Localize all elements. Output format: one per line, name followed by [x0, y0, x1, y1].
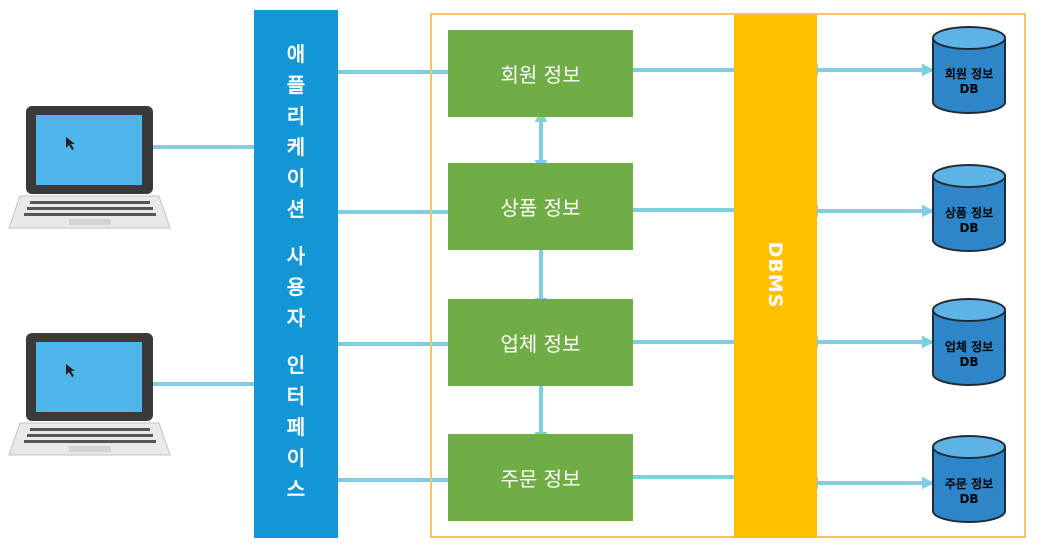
db-label-line: DB	[959, 82, 979, 96]
api-title-char: 이	[286, 166, 306, 190]
db-vendor-label: 업체 정보 DB	[929, 340, 1009, 370]
db-label-line: DB	[959, 355, 979, 369]
api-title-char: 인	[286, 353, 306, 377]
api-title-char: 자	[286, 306, 306, 330]
database-icon	[932, 435, 1006, 523]
laptop-layer	[8, 106, 171, 456]
api-title-char: 터	[286, 384, 306, 408]
db-label-line: 주문 정보	[944, 477, 994, 491]
api-title-char: 애	[286, 42, 306, 66]
laptop-icon	[8, 333, 171, 456]
db-label-line: 회원 정보	[944, 67, 994, 81]
db-label-line: 상품 정보	[944, 206, 994, 220]
db-label-line: DB	[959, 221, 979, 235]
db-label-line: DB	[959, 492, 979, 506]
api-title-char: 리	[286, 104, 306, 128]
api-title-char: 사	[286, 244, 306, 268]
module-order-info: 주문 정보	[448, 434, 633, 521]
laptop-icon	[8, 106, 171, 229]
application-interface-bar	[254, 10, 338, 538]
api-title-char: 스	[286, 477, 306, 501]
dbms-bar	[734, 15, 817, 538]
api-title-char: 이	[286, 446, 306, 470]
module-vendor-info: 업체 정보	[448, 299, 633, 386]
api-title-char: 용	[286, 275, 306, 299]
module-product-info: 상품 정보	[448, 163, 633, 250]
database-icon	[932, 26, 1006, 114]
database-icon	[932, 298, 1006, 386]
db-label-line: 업체 정보	[944, 340, 994, 354]
api-title-char: 페	[286, 415, 306, 439]
db-product-label: 상품 정보 DB	[929, 206, 1009, 236]
api-title-char: 플	[286, 73, 306, 97]
api-title-char: 션	[286, 197, 306, 221]
api-title-char: 케	[286, 135, 306, 159]
module-member-info: 회원 정보	[448, 30, 633, 117]
db-member-label: 회원 정보 DB	[929, 67, 1009, 97]
database-icon	[932, 164, 1006, 252]
system-boundary-frame	[430, 13, 1026, 538]
db-order-label: 주문 정보 DB	[929, 477, 1009, 507]
